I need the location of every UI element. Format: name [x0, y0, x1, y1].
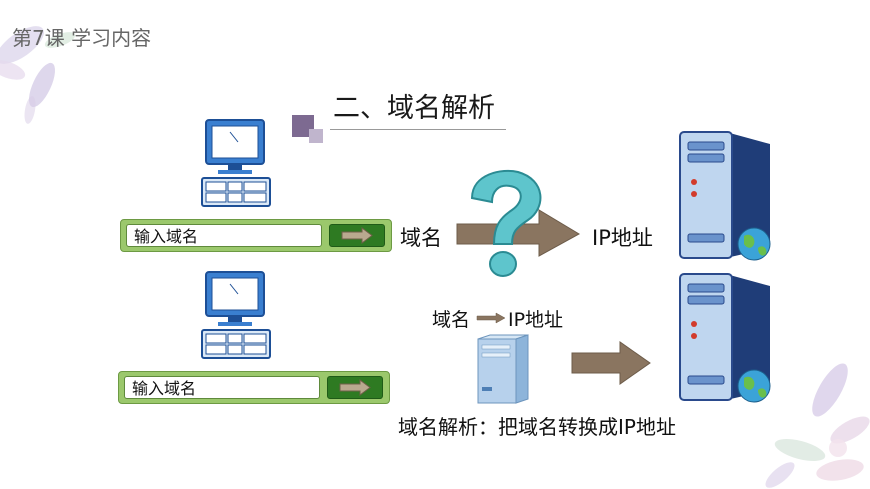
- floral-decoration-top-left: [0, 26, 76, 124]
- dns-caption: 域名解析：把域名转换成IP地址: [398, 415, 676, 439]
- mapping-ip-label: IP地址: [508, 309, 564, 331]
- domain-input-bar-bottom: 输入域名: [118, 371, 390, 404]
- go-button-top[interactable]: [329, 224, 385, 247]
- title-decoration-square-small: [309, 129, 323, 143]
- domain-input-top[interactable]: 输入域名: [126, 224, 322, 247]
- question-mark-icon: [470, 169, 542, 277]
- dns-server-icon: [477, 334, 529, 404]
- small-arrow-right-icon: [476, 312, 506, 324]
- server-icon-bottom: [679, 273, 771, 403]
- arrow-right-icon: [341, 227, 373, 244]
- section-title: 二、域名解析: [333, 93, 495, 124]
- big-arrow-right-icon: [456, 209, 581, 257]
- arrow-right-icon: [339, 379, 371, 396]
- domain-input-bottom[interactable]: 输入域名: [124, 376, 320, 399]
- title-underline: [330, 129, 506, 130]
- floral-decoration-bottom-right: [765, 363, 870, 488]
- domain-label-top: 域名: [400, 226, 442, 250]
- arrow-right-icon-bottom: [571, 341, 651, 385]
- title-decoration-square-large: [292, 115, 314, 137]
- computer-icon-top: [201, 119, 271, 207]
- mapping-domain-label: 域名: [432, 309, 471, 331]
- ip-address-label-top: IP地址: [592, 226, 653, 250]
- server-icon-top: [679, 131, 771, 261]
- domain-input-bar-top: 输入域名: [120, 219, 392, 252]
- go-button-bottom[interactable]: [327, 376, 383, 399]
- computer-icon-bottom: [201, 271, 271, 359]
- lesson-header: 第7课 学习内容: [12, 26, 152, 50]
